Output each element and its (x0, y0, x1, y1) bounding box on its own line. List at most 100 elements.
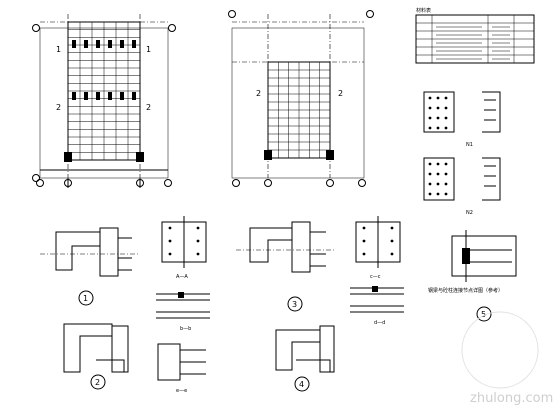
bolt-mark (428, 162, 432, 166)
bolt-mark (428, 192, 432, 196)
detail-bubble-3 (287, 296, 303, 312)
column-right-2 (326, 150, 334, 160)
post-mark (132, 92, 136, 100)
bolt-mark (436, 162, 440, 166)
post-mark (132, 40, 136, 48)
bolt-mark (436, 116, 440, 120)
detail-number-1: 1 (83, 294, 88, 303)
detail-bubble-5 (476, 306, 492, 322)
side-view (482, 157, 501, 201)
post-mark (84, 92, 88, 100)
section-label-b: b—b (180, 326, 191, 332)
beam-flanges (470, 249, 512, 263)
bolt-group (362, 226, 394, 256)
bolt-mark (390, 239, 394, 243)
bolt-rows (180, 349, 206, 375)
stiffeners (118, 237, 132, 271)
bolt-mark (444, 96, 448, 100)
bolt-mark (444, 126, 448, 130)
plan-right-outline (231, 27, 365, 179)
weld-mark (178, 292, 184, 298)
seat-angle (96, 359, 125, 372)
column-right-1 (264, 150, 272, 160)
post-mark (108, 40, 112, 48)
detail-4: 4 (275, 325, 335, 392)
beam-profile (249, 227, 293, 263)
axis-bubble (64, 179, 72, 187)
bolt-mark (428, 126, 432, 130)
watermark-text: zhulong.com (470, 391, 553, 406)
bolt-mark (390, 252, 394, 256)
detail-3: 3 (236, 221, 336, 312)
beam-profile (63, 323, 113, 373)
detail-5: 钢梁与砼柱连接节点详图（参考） 5 (428, 230, 517, 322)
stair-grid-left (68, 22, 140, 160)
table-title: 材料表 (416, 7, 431, 14)
column-section (99, 227, 119, 277)
column-left-1 (64, 152, 72, 162)
node-label-n1: N1 (466, 142, 473, 148)
plan-right-label-a: 2 (256, 89, 261, 98)
bolt-mark (428, 172, 432, 176)
seat-angle (296, 359, 331, 372)
stair-grid-right (268, 62, 330, 158)
section-c: c—c (355, 216, 401, 280)
bolt-group (168, 226, 200, 256)
bolt-mark (428, 96, 432, 100)
beam-elevation (451, 235, 517, 277)
bolt-mark (444, 162, 448, 166)
plate (423, 91, 455, 133)
post-mark (120, 92, 124, 100)
axis-bubble (168, 24, 176, 32)
note-text: 钢梁与砼柱连接节点详图（参考） (428, 287, 503, 294)
axis-bubble (32, 174, 40, 182)
bolt-mark (428, 106, 432, 110)
plate (423, 157, 455, 201)
bolt-group (428, 162, 448, 196)
axis-bubble (366, 10, 374, 18)
axis-bubble (228, 10, 236, 18)
column-section (319, 325, 335, 373)
detail-1: 1 (40, 227, 140, 306)
detail-number-4: 4 (299, 380, 304, 389)
axis-bubble (326, 179, 334, 187)
bolt-mark (196, 226, 200, 230)
bolt-mark (444, 192, 448, 196)
post-mark (108, 92, 112, 100)
post-mark (120, 40, 124, 48)
watermark-logo-icon (461, 311, 539, 389)
bolt-mark (196, 239, 200, 243)
watermark: zhulong.com (461, 311, 553, 406)
axis-bubble (36, 179, 44, 187)
section-label-e: e—e (176, 388, 187, 394)
bolt-mark (362, 239, 366, 243)
plan-left-label-c: 2 (56, 103, 61, 112)
bolt-mark (436, 192, 440, 196)
plan-left-label-d: 2 (146, 103, 151, 112)
bolt-mark (168, 252, 172, 256)
section-d: d—d (350, 286, 404, 326)
side-ribs (484, 165, 496, 187)
axis-bubble (232, 179, 240, 187)
axis-bubble (136, 179, 144, 187)
section-label-d: d—d (374, 320, 385, 326)
post-mark (84, 40, 88, 48)
column-section (291, 221, 311, 273)
node-detail-n2: N2 (423, 157, 501, 216)
node-detail-n1: N1 (423, 91, 501, 148)
bolt-mark (362, 226, 366, 230)
bolt-mark (436, 172, 440, 176)
plan-right-label-b: 2 (338, 89, 343, 98)
detail-bubble-2 (90, 374, 106, 390)
bolt-mark (168, 226, 172, 230)
bolt-mark (444, 116, 448, 120)
plan-left: 1 1 2 2 (32, 14, 176, 188)
bolt-mark (436, 106, 440, 110)
post-mark (72, 40, 76, 48)
axis-bubble (32, 24, 40, 32)
detail-number-3: 3 (292, 300, 297, 309)
section-label-c: c—c (370, 274, 381, 280)
node-details: N1 N2 (423, 91, 501, 216)
